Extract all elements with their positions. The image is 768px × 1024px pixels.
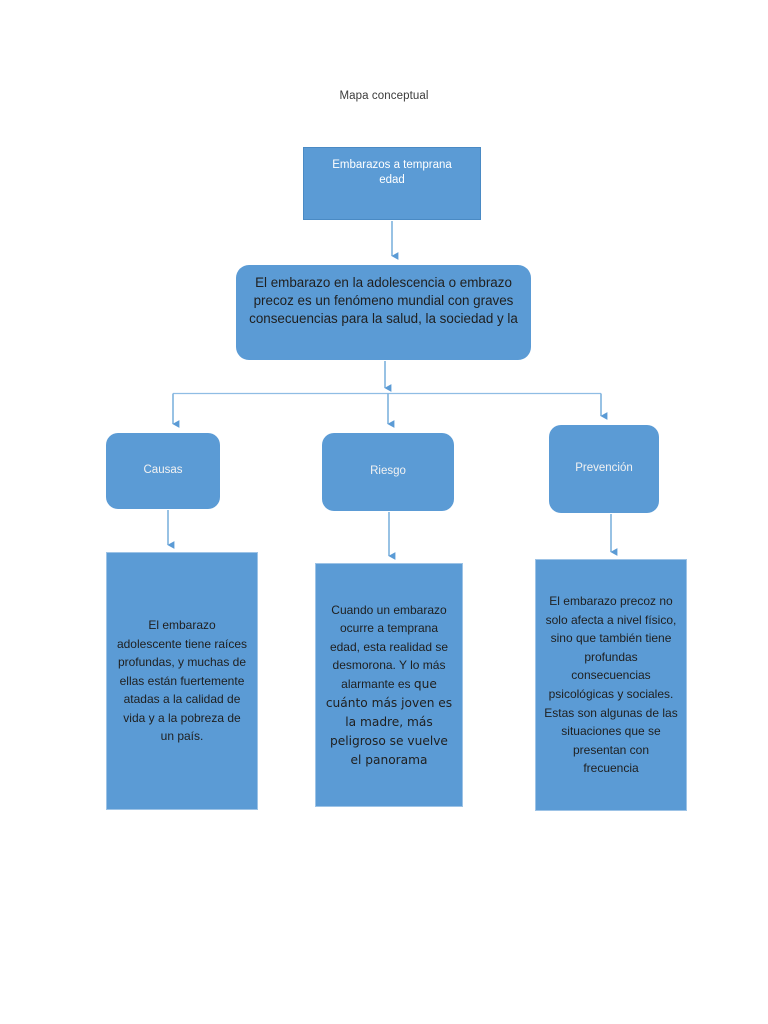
node-riesgo-label: Riesgo (370, 465, 406, 478)
node-detalle-riesgo-label-part-2: que cuánto más joven es la madre, más pe… (325, 676, 453, 767)
node-detalle-causas[interactable]: El embarazo adolescente tiene raíces pro… (106, 552, 258, 810)
node-root-label: Embarazos a temprana edad (332, 159, 452, 187)
node-riesgo[interactable]: Riesgo (322, 433, 454, 511)
node-detalle-riesgo-label-part-1: Cuando un embarazo ocurre a temprana eda… (329, 602, 449, 691)
node-summary-label: El embarazo en la adolescencia o embrazo… (249, 275, 518, 326)
node-summary-definicion[interactable]: El embarazo en la adolescencia o embrazo… (236, 265, 531, 360)
node-causas-label: Causas (143, 464, 183, 477)
node-detalle-prevencion-label: El embarazo precoz no solo afecta a nive… (544, 594, 678, 776)
node-prevencion-label: Prevención (575, 462, 633, 475)
node-detalle-causas-label: El embarazo adolescente tiene raíces pro… (116, 617, 248, 744)
node-embarazos-a-temprana-edad[interactable]: Embarazos a temprana edad (303, 147, 481, 220)
node-detalle-prevencion[interactable]: El embarazo precoz no solo afecta a nive… (535, 559, 687, 811)
node-causas[interactable]: Causas (106, 433, 220, 509)
node-detalle-riesgo-text: Cuando un embarazo ocurre a temprana eda… (324, 601, 454, 770)
node-prevencion[interactable]: Prevención (549, 425, 659, 513)
node-detalle-riesgo[interactable]: Cuando un embarazo ocurre a temprana eda… (315, 563, 463, 807)
page-title: Mapa conceptual (339, 90, 429, 102)
